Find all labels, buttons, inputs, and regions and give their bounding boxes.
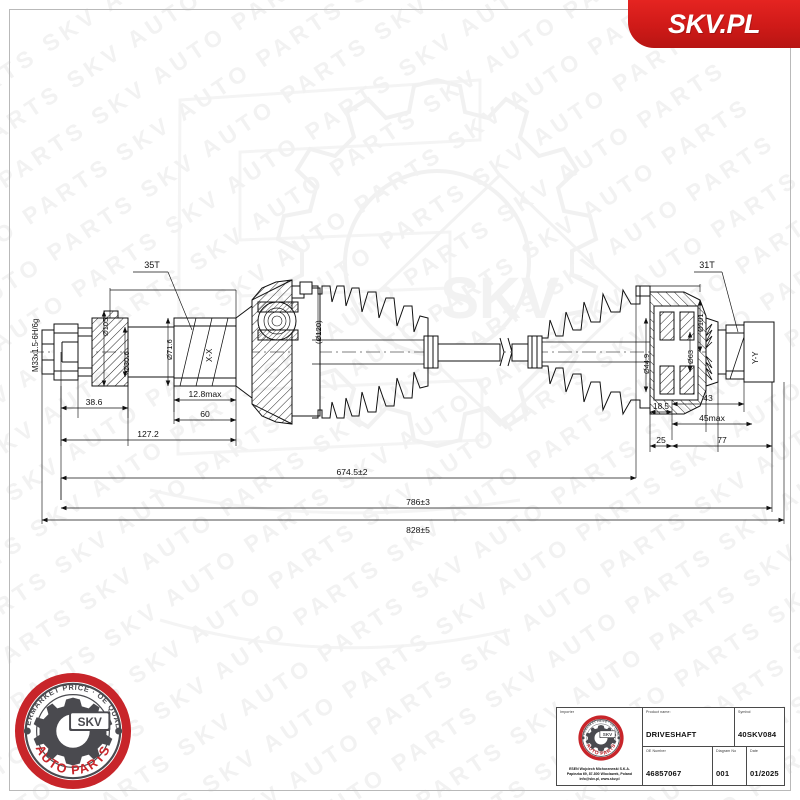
badge-side-stars [23, 727, 123, 735]
dim-45max: 45max [699, 413, 725, 423]
dim-12-8max: 12.8max [189, 389, 223, 399]
label-section-xx: X-X [205, 348, 214, 362]
label-dia-101: Ø101 [696, 313, 705, 332]
left-cone [235, 305, 253, 399]
dim-25: 25 [656, 435, 666, 445]
date-cell: Date 01/2025 [747, 747, 784, 785]
dim-127-2: 127.2 [137, 429, 159, 439]
dimension-lines [41, 271, 785, 524]
intermediate-shaft [423, 335, 529, 369]
symbol-caption: Symbol [738, 710, 751, 714]
skv-pl-logo: SKV.PL [628, 0, 800, 48]
left-collar-section [91, 310, 129, 387]
dim-60: 60 [200, 409, 210, 419]
aftermarket-quality-badge: AFTERMARKET PRICE · OE QUALITY AUTO PART… [14, 672, 132, 790]
left-threaded-end [41, 323, 93, 381]
label-dia-120: (Ø120) [314, 320, 323, 344]
oe-number-value: 46857067 [646, 769, 682, 778]
label-dia-105: Ø105 [101, 318, 110, 336]
right-bellows-boot [527, 288, 650, 416]
left-spline-35t [173, 317, 237, 387]
badge-center-text: SKV [78, 715, 102, 729]
dim-18-5: 18.5 [653, 402, 669, 411]
dim-786: 786±3 [406, 497, 430, 507]
dim-38-6: 38.6 [86, 397, 103, 407]
dim-43: 43 [703, 393, 713, 403]
right-end-boss [743, 321, 775, 383]
left-bellows-boot [299, 281, 430, 419]
title-block: Importer AFTERMARKET PRICE · OE QUALITY … [556, 707, 785, 786]
skv-pl-logo-text: SKV.PL [667, 8, 761, 39]
label-dia-30-6: Ø30.6 [122, 351, 131, 372]
date-caption: Date [750, 749, 758, 753]
left-cv-joint [251, 279, 321, 425]
label-dia-63: Ø63 [686, 350, 695, 364]
product-name-cell: Product name: DRIVESHAFT [643, 708, 735, 746]
date-value: 01/2025 [750, 769, 779, 778]
label-31t: 31T [699, 260, 715, 270]
importer-name: ESEN Wojciech Michorzewski S.K.A. [569, 766, 630, 771]
dim-674-5: 674.5±2 [336, 467, 367, 477]
dim-828: 828±5 [406, 525, 430, 535]
importer-contact: info@skv.pl, www.skv.pl [579, 776, 620, 781]
diagram-no-cell: Diagram No 001 [713, 747, 747, 785]
label-dia-71-6: Ø71.6 [165, 339, 174, 360]
importer-caption: Importer [560, 710, 575, 714]
title-block-row-top: Product name: DRIVESHAFT Symbol 40SKV084 [643, 708, 784, 747]
title-block-importer-cell: Importer AFTERMARKET PRICE · OE QUALITY … [557, 708, 643, 785]
label-35t: 35T [144, 260, 160, 270]
symbol-cell: Symbol 40SKV084 [735, 708, 784, 746]
oe-number-cell: OE Number 46857067 [643, 747, 713, 785]
title-block-fields: Product name: DRIVESHAFT Symbol 40SKV084… [643, 708, 784, 785]
product-name-caption: Product name: [646, 710, 671, 714]
oe-number-caption: OE Number [646, 749, 666, 753]
drawing-frame [9, 9, 791, 791]
diagram-no-value: 001 [716, 769, 730, 778]
title-block-row-bottom: OE Number 46857067 Diagram No 001 Date 0… [643, 747, 784, 785]
svg-text:SKV: SKV [603, 732, 613, 737]
symbol-value: 40SKV084 [738, 730, 777, 739]
label-section-yy: Y-Y [751, 351, 760, 364]
label-dia-44-9: Ø44.9 [642, 354, 651, 374]
importer-address: Papiezka 69, 87-800 Wloclawek, Poland [566, 771, 633, 776]
importer-address-block: ESEN Wojciech Michorzewski S.K.A. Papiez… [558, 767, 641, 782]
diagram-no-caption: Diagram No [716, 749, 737, 753]
label-thread-m33: M33x1.5-6H/6g [31, 319, 40, 372]
dim-77: 77 [717, 435, 727, 445]
product-name-value: DRIVESHAFT [646, 730, 697, 739]
title-block-badge-logo: AFTERMARKET PRICE · OE QUALITY AUTO PART… [578, 715, 624, 761]
